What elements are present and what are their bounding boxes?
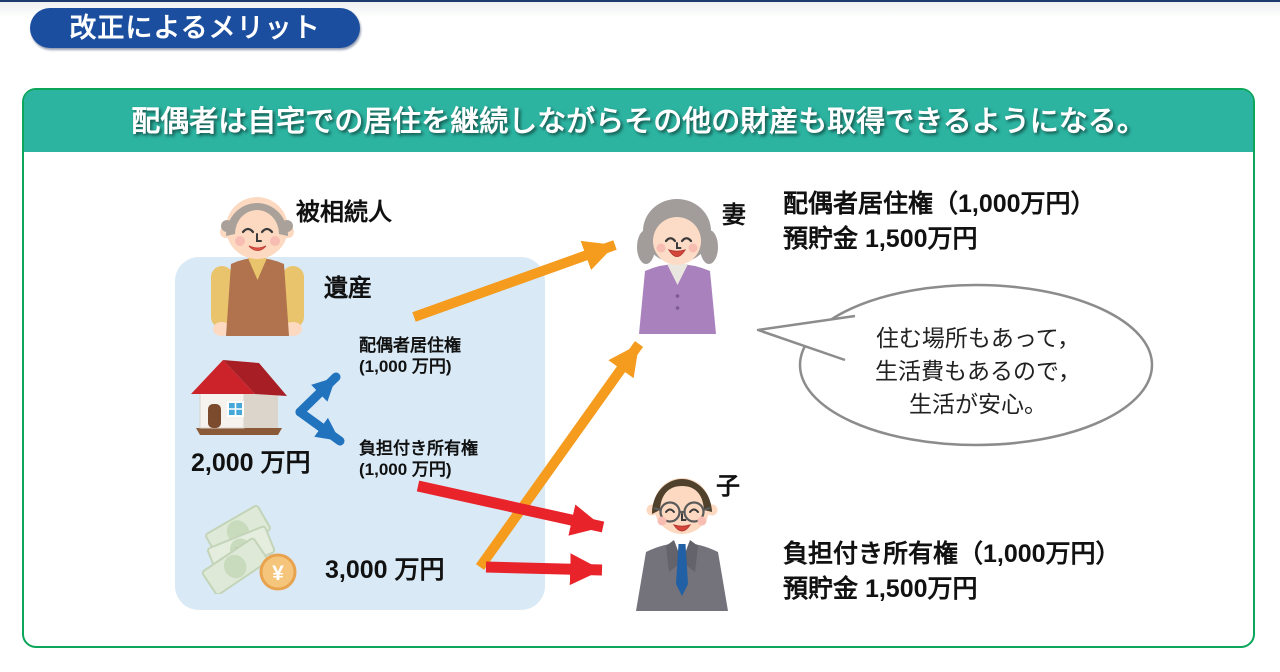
encumbered-ownership-label: 負担付き所有権 (1,000 万円) [359,438,478,480]
deceased-label: 被相続人 [296,199,392,226]
speech-bubble [756,283,1154,447]
savings-value-label: 3,000 万円 [325,556,445,584]
house-value-label: 2,000 万円 [191,449,311,477]
residence-right-line1: 配偶者居住権 [359,336,461,355]
child-outcome-line2: 預貯金 1,500万円 [783,575,978,603]
speech-bubble-text: 住む場所もあって， 生活費もあるので， 生活が安心。 [838,322,1118,421]
wife-outcome-line1: 配偶者居住権（1,000万円） [783,190,1096,218]
bubble-line2: 生活費もあるので， [874,358,1082,384]
bubble-line1: 住む場所もあって， [875,325,1081,351]
encumbered-ownership-line1: 負担付き所有権 [359,439,478,458]
bubble-line3: 生活が安心。 [909,391,1047,417]
money-icon: ¥ ¥ [201,504,297,594]
child-outcome-line1: 負担付き所有権（1,000万円） [783,540,1121,568]
residence-right-label: 配偶者居住権 (1,000 万円) [359,335,461,377]
residence-right-line2: (1,000 万円) [359,357,452,376]
wife-outcome-text: 配偶者居住権（1,000万円） 預貯金 1,500万円 [783,187,1096,257]
wife-outcome-line2: 預貯金 1,500万円 [783,225,978,253]
deceased-person-illustration [211,197,304,336]
panel-header-title: 配偶者は自宅での居住を継続しながらその他の財産も取得できるようになる。 [24,90,1253,152]
wife-label: 妻 [722,202,746,229]
house-icon [191,360,287,435]
top-border-line [0,0,1280,2]
section-title-badge: 改正によるメリット [30,8,360,48]
child-illustration [636,478,728,611]
wife-illustration [637,199,718,334]
coin-yen-symbol: ¥ [272,562,284,585]
encumbered-ownership-line2: (1,000 万円) [359,460,452,479]
estate-label: 遺産 [324,275,372,302]
child-outcome-text: 負担付き所有権（1,000万円） 預貯金 1,500万円 [783,537,1121,607]
child-label: 子 [716,473,740,500]
